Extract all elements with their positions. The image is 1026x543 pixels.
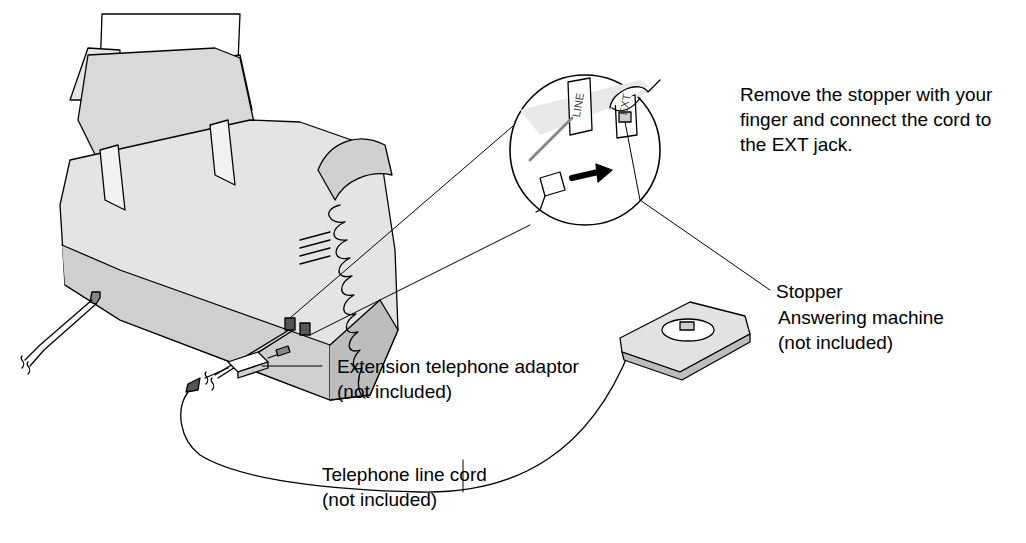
insert-arrow — [572, 172, 598, 178]
ext-jack — [300, 323, 310, 335]
part-name: Telephone line cord (not included) — [322, 462, 512, 512]
magnifier-line — [290, 120, 530, 335]
part-name: Answering machine (not included) — [778, 305, 958, 355]
fax-base — [62, 245, 330, 400]
adaptor — [238, 362, 268, 378]
part-name: Stopper — [776, 279, 896, 304]
line-jack — [285, 318, 295, 330]
leader-line — [262, 366, 322, 367]
adaptor-plug — [276, 346, 290, 356]
power-plug — [90, 292, 100, 304]
part-name: Extension telephone adaptor (not include… — [337, 354, 592, 404]
display — [680, 322, 694, 330]
vent — [300, 232, 330, 264]
insert-arrow — [596, 164, 612, 182]
plug-cable — [536, 196, 545, 212]
modular-plug — [540, 172, 565, 196]
cut-mark — [21, 356, 30, 374]
line-cable — [530, 118, 572, 160]
handset — [318, 139, 392, 200]
paper-guide — [210, 120, 235, 185]
cord-plug — [186, 378, 200, 392]
power-cord — [30, 304, 96, 366]
magnifier-circle — [510, 75, 660, 225]
paper-guide — [100, 145, 125, 210]
control-pad — [662, 319, 714, 341]
power-cord — [25, 300, 92, 360]
instruction-note: Remove the stopper with your finger and … — [740, 82, 1020, 157]
wall-cord — [215, 330, 292, 378]
adaptor-arrow — [205, 368, 228, 378]
